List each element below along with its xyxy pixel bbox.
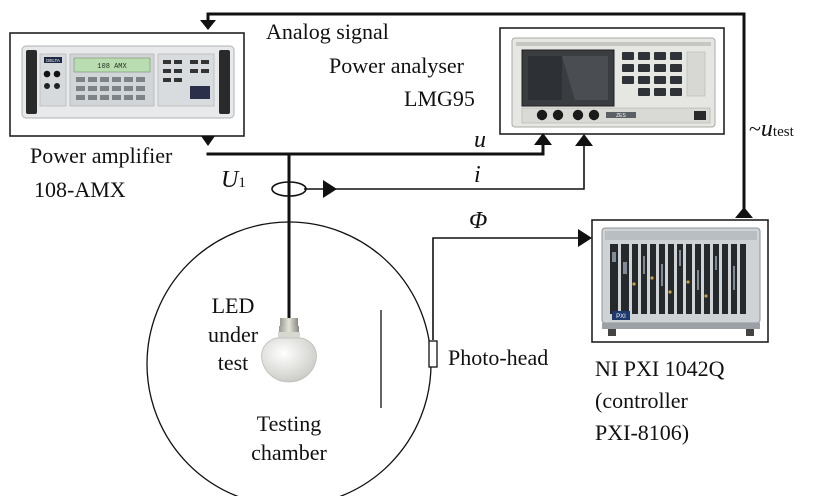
power-analyser-device: ZES (500, 28, 724, 134)
analyser-u-arrow-icon (534, 133, 552, 145)
probe-arrow-icon (323, 180, 337, 198)
current-i-wire (323, 146, 584, 189)
power-analyser-badge: ZES (616, 113, 626, 119)
voltage-u1-label: U1 (221, 168, 246, 192)
testing-chamber-label: Testing chamber (239, 410, 339, 467)
led-label-line1: LED (198, 292, 268, 321)
voltage-u1-symbol: U (221, 167, 238, 193)
ni-pxi-device: PXI (592, 220, 768, 342)
ni-pxi-badge: PXI (616, 314, 626, 320)
chamber-label-line2: chamber (239, 439, 339, 468)
analog-signal-label: Analog signal (266, 21, 389, 43)
analyser-i-arrow-icon (575, 134, 593, 146)
signal-u-label: u (474, 128, 486, 152)
ni-pxi-line2: (controller (595, 385, 725, 417)
ni-pxi-label: NI PXI 1042Q (controller PXI-8106) (595, 353, 725, 449)
pxi-output-node-icon (735, 207, 753, 218)
voltage-u1-subscript: 1 (238, 175, 246, 191)
photo-head-label: Photo-head (448, 347, 548, 369)
svg-text:108 AMX: 108 AMX (97, 63, 127, 71)
led-under-test-label: LED under test (198, 292, 268, 378)
led-label-line2: under (198, 321, 268, 350)
amplifier-output-node-icon (201, 136, 215, 146)
signal-phi-label: Φ (469, 209, 487, 233)
ni-pxi-line1: NI PXI 1042Q (595, 353, 725, 385)
photo-head-sensor-icon (429, 341, 437, 367)
led-bulb-icon (262, 318, 317, 382)
flux-phi-wire (433, 238, 578, 340)
power-amplifier-brand: DELTA (46, 58, 60, 63)
u-test-symbol: u (761, 116, 773, 142)
power-analyser-label: Power analyser (329, 55, 464, 77)
chamber-label-line1: Testing (239, 410, 339, 439)
phi-arrow-icon (578, 229, 592, 247)
power-amplifier-device: DELTA 108 AMX (10, 33, 244, 136)
power-analyser-model-label: LMG95 (404, 88, 475, 110)
signal-i-label: i (474, 163, 481, 187)
u-test-label: ~utest (749, 117, 794, 141)
u-test-subscript: test (773, 124, 794, 140)
power-amplifier-model-label: 108-AMX (34, 179, 126, 201)
led-label-line3: test (198, 349, 268, 378)
analog-signal-arrow-icon (200, 20, 216, 30)
u-test-tilde: ~ (749, 116, 761, 141)
ni-pxi-line3: PXI-8106) (595, 417, 725, 449)
power-amplifier-label: Power amplifier (30, 145, 172, 167)
